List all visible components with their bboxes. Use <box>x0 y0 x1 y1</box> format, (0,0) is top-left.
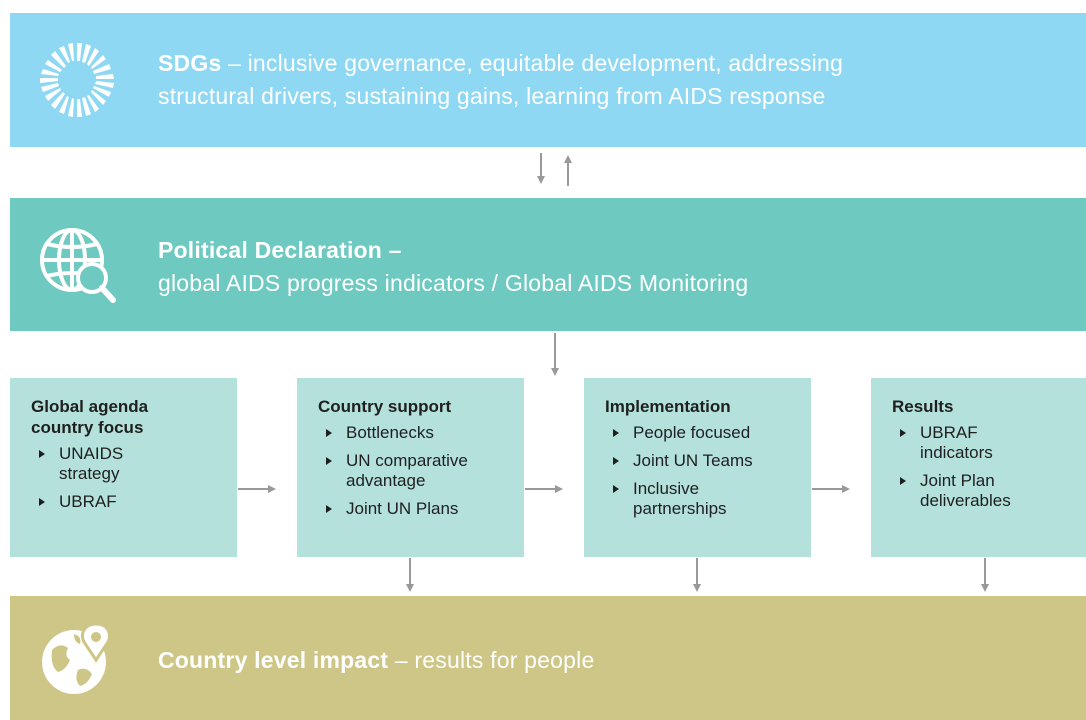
sdg-wheel-icon <box>40 43 114 117</box>
list-item: People focused <box>613 423 801 443</box>
box-title: Implementation <box>605 397 731 416</box>
box-country-support: Country support Bottlenecks UN comparati… <box>297 378 524 557</box>
bullet-triangle-icon <box>613 485 619 493</box>
sdg-line1: inclusive governance, equitable developm… <box>247 50 843 76</box>
political-title: Political Declaration – <box>158 237 402 263</box>
country-separator: – <box>388 647 415 673</box>
sdg-line2: structural drivers, sustaining gains, le… <box>158 83 826 109</box>
box-title: Results <box>892 397 954 416</box>
bullet-triangle-icon <box>326 505 332 513</box>
sdg-band: SDGs – inclusive governance, equitable d… <box>10 13 1086 147</box>
country-impact-band: Country level impact – results for peopl… <box>10 596 1086 720</box>
bullet-triangle-icon <box>39 498 45 506</box>
globe-magnifier-icon <box>40 228 116 303</box>
list-item: Bottlenecks <box>326 423 514 443</box>
list-item: UBRAF <box>39 492 227 512</box>
bullet-triangle-icon <box>326 457 332 465</box>
political-declaration-band: Political Declaration – global AIDS prog… <box>10 198 1086 331</box>
bullet-triangle-icon <box>900 429 906 437</box>
country-band-text: Country level impact – results for peopl… <box>158 644 594 677</box>
globe-location-pin-icon <box>42 622 111 694</box>
political-band-text: Political Declaration – global AIDS prog… <box>158 234 748 300</box>
sdg-title: SDGs <box>158 50 222 76</box>
bullet-triangle-icon <box>613 457 619 465</box>
list-item: Joint UN Plans <box>326 499 514 519</box>
country-subtitle: results for people <box>414 647 595 673</box>
bullet-triangle-icon <box>39 450 45 458</box>
sdg-band-text: SDGs – inclusive governance, equitable d… <box>158 47 843 113</box>
list-item: Joint UN Teams <box>613 451 801 471</box>
bullet-triangle-icon <box>900 477 906 485</box>
box-implementation: Implementation People focused Joint UN T… <box>584 378 811 557</box>
political-line2: global AIDS progress indicators / Global… <box>158 270 749 296</box>
country-title: Country level impact <box>158 647 389 673</box>
sdg-separator: – <box>221 50 248 76</box>
box-title: Country support <box>318 397 452 416</box>
bullet-triangle-icon <box>326 429 332 437</box>
bullet-triangle-icon <box>613 429 619 437</box>
